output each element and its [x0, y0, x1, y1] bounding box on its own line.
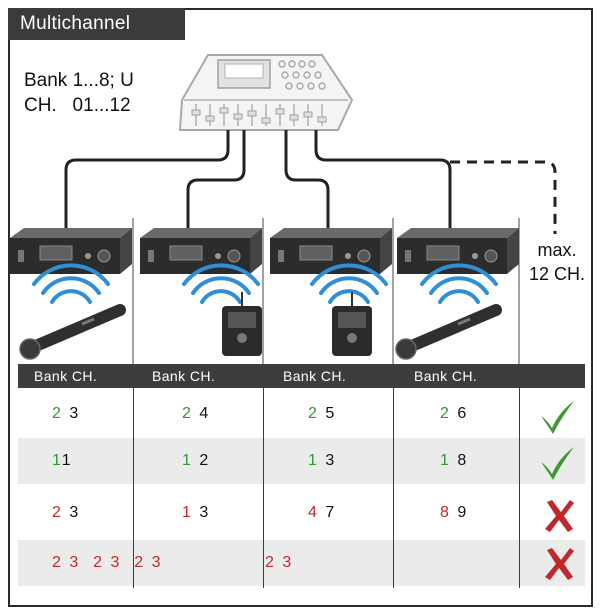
- cross-icon: [545, 548, 574, 580]
- receiver-icon: [10, 228, 132, 274]
- handheld-microphone-icon: [19, 304, 126, 360]
- table-cell: 1 2: [182, 452, 211, 469]
- table-cell: 2 3: [52, 405, 81, 422]
- mixing-console-icon: [178, 54, 354, 131]
- table-header-band: [18, 364, 585, 388]
- max-label-line: 12 CH.: [528, 264, 586, 284]
- table-cell: 11: [52, 452, 73, 469]
- column-divider: [393, 388, 394, 588]
- table-row-stripe: [18, 540, 585, 586]
- diagram-frame: [8, 8, 593, 607]
- bank-range-line: Bank 1...8; U: [24, 70, 134, 91]
- table-cell: 2 5: [308, 405, 337, 422]
- receiver-icon: [397, 228, 519, 274]
- table-cell: 2 3: [52, 504, 81, 521]
- check-icon: [541, 447, 574, 480]
- column-header: Bank CH.: [283, 368, 347, 384]
- table-cell: 2 3 2 3 2 3: [52, 554, 163, 571]
- receiver-icon: [140, 228, 262, 274]
- handheld-microphone-icon: [395, 304, 502, 360]
- table-cell: 2 6: [440, 405, 469, 422]
- column-divider: [263, 388, 264, 588]
- wireless-signal-icon: [420, 263, 498, 304]
- table-cell: 4 7: [308, 504, 337, 521]
- column-header: Bank CH.: [152, 368, 216, 384]
- channel-range-line: CH. 01...12: [24, 95, 131, 116]
- table-cell: 1 3: [308, 452, 337, 469]
- diagram-title: Multichannel: [8, 8, 185, 40]
- bank-range-label: Bank 1...8; U CH. 01...12: [24, 68, 134, 118]
- table-cell: 1 8: [440, 452, 469, 469]
- max-channels-label: max. 12 CH.: [524, 238, 590, 286]
- column-header: Bank CH.: [34, 368, 98, 384]
- cables: [64, 130, 557, 234]
- column-header: Bank CH.: [414, 368, 478, 384]
- max-label-line: max.: [537, 240, 577, 260]
- table-cell: 2 3: [265, 554, 294, 571]
- table-cell: 8 9: [440, 504, 469, 521]
- bodypack-transmitter-icon: [222, 292, 262, 356]
- cross-icon: [545, 500, 574, 532]
- check-icon: [541, 401, 574, 434]
- wireless-signal-icon: [32, 263, 110, 304]
- column-divider: [133, 388, 134, 588]
- table-row-stripe: [18, 438, 585, 484]
- bodypack-transmitter-icon: [332, 292, 372, 356]
- wireless-signal-icon: [310, 263, 388, 304]
- table-cell: 2 4: [182, 405, 211, 422]
- wireless-signal-icon: [182, 263, 260, 304]
- table-cell: 1 3: [182, 504, 211, 521]
- column-divider: [519, 388, 520, 588]
